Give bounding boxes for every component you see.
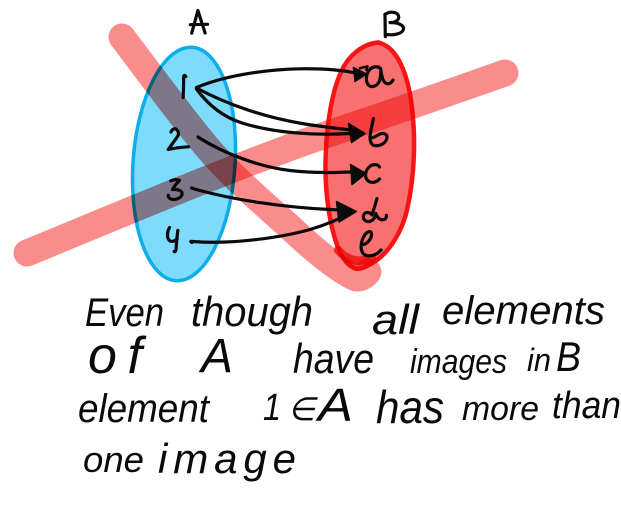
svg-text:though: though: [191, 288, 313, 335]
svg-text:B: B: [556, 333, 581, 380]
svg-text:one: one: [83, 439, 144, 480]
svg-text:than: than: [552, 385, 621, 427]
svg-text:in: in: [527, 342, 551, 378]
svg-text:image: image: [158, 435, 296, 482]
svg-text:more: more: [462, 390, 539, 428]
svg-text:has: has: [376, 381, 444, 433]
svg-text:have: have: [293, 335, 374, 382]
svg-text:elements: elements: [442, 289, 605, 333]
svg-text:all: all: [372, 296, 421, 343]
svg-text:element: element: [78, 387, 211, 431]
svg-text:A: A: [198, 330, 233, 383]
svg-text:images: images: [410, 343, 507, 381]
svg-text:∈: ∈: [288, 391, 318, 427]
svg-text:1: 1: [263, 387, 281, 429]
svg-text:A: A: [315, 379, 353, 431]
svg-text:Even: Even: [85, 291, 164, 335]
